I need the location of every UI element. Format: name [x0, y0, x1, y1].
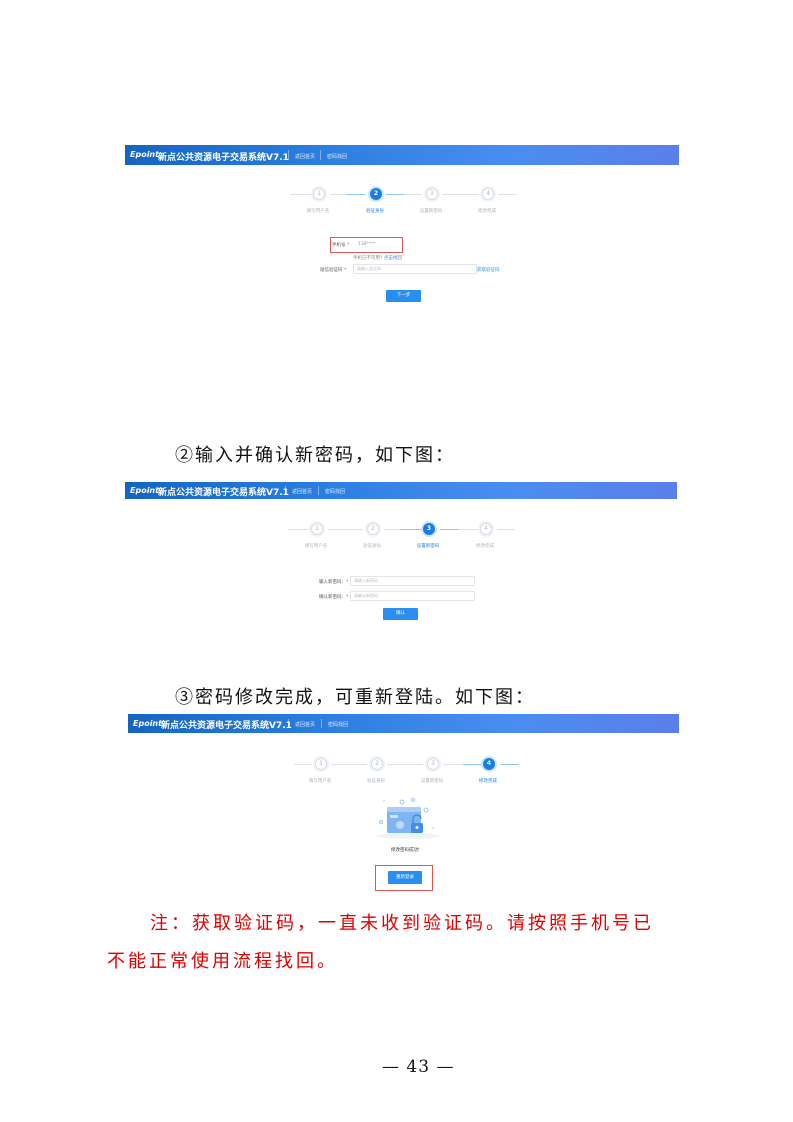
step-line [443, 764, 463, 765]
confirm-password-label: 确认新密码：* [319, 595, 349, 600]
step-line [404, 194, 422, 195]
nav-home[interactable]: 返回首页 [295, 722, 316, 728]
step-label: 修改完成 [476, 544, 494, 549]
step-label-active: 验证身份 [366, 209, 384, 214]
step-label-active: 设置新密码 [416, 544, 440, 549]
new-password-input[interactable]: 请输入新密码 [350, 576, 475, 586]
step-label-active: 修改完成 [479, 779, 497, 784]
step-1: 1 [311, 523, 323, 535]
divider [288, 719, 289, 728]
step-4: 4 [482, 188, 494, 200]
recover-link[interactable]: 点击找回 [383, 256, 402, 261]
step-line [458, 529, 478, 530]
page-number: — 43 — [382, 1057, 455, 1077]
divider [288, 150, 289, 160]
phone-label-text: 手机号 [332, 243, 346, 248]
phone-value: 138**** [358, 242, 376, 247]
step-label: 验证身份 [363, 544, 381, 549]
step-label: 设置新密码 [420, 779, 444, 784]
step-line [328, 529, 363, 530]
screenshot-set-password: Epoint 新点公共资源电子交易系统V7.1 返回首页 密码找回 1 2 3 … [125, 482, 677, 628]
new-password-label-text: 输入新密码： [319, 580, 346, 585]
phone-label: 手机号 * [332, 243, 350, 248]
step-label: 填写用户名 [306, 209, 330, 214]
relogin-button[interactable]: 重新登录 [388, 871, 422, 884]
step-label: 填写用户名 [304, 544, 328, 549]
nav-password-recovery[interactable]: 密码找回 [325, 489, 346, 495]
note-line-2: 不能正常使用流程找回。 [107, 951, 338, 972]
divider [321, 719, 322, 728]
phone-hint: 手机已不可用? 点击找回 [353, 255, 402, 261]
caption-step-3: ③密码修改完成，可重新登陆。如下图： [175, 687, 535, 708]
nav-home[interactable]: 返回首页 [292, 489, 313, 495]
step-label: 验证身份 [367, 779, 385, 784]
step-line-active [463, 764, 481, 765]
step-line-active [400, 529, 422, 530]
step-line-active [347, 194, 365, 195]
epoint-logo: Epoint [133, 719, 162, 728]
step-line [497, 529, 515, 530]
step-3: 3 [427, 758, 439, 770]
divider [318, 486, 319, 495]
highlight-box [375, 865, 433, 891]
note-line-1: 注：获取验证码，一直未收到验证码。请按照手机号已 [150, 913, 654, 934]
app-header: Epoint 新点公共资源电子交易系统V7.1 返回首页 密码找回 [125, 482, 677, 499]
step-3-active: 3 [423, 523, 435, 535]
step-line [290, 194, 313, 195]
app-header: Epoint 新点公共资源电子交易系统V7.1 返回首页 密码找回 [125, 145, 679, 165]
step-line [384, 529, 400, 530]
step-line-active [501, 764, 519, 765]
epoint-logo: Epoint [130, 150, 159, 159]
step-line [331, 764, 367, 765]
app-title: 新点公共资源电子交易系统V7.1 [158, 153, 289, 163]
step-4-active: 4 [483, 758, 495, 770]
sms-label: 短信验证码 * [320, 268, 347, 273]
confirm-password-label-text: 确认新密码： [319, 595, 346, 600]
app-title: 新点公共资源电子交易系统V7.1 [158, 488, 289, 498]
nav-home[interactable]: 返回首页 [295, 154, 316, 160]
step-line-active [386, 194, 404, 195]
success-message: 修改密码成功! [391, 848, 420, 853]
step-line-active [440, 529, 458, 530]
caption-step-2: ②输入并确认新密码，如下图： [175, 445, 455, 466]
step-line [387, 764, 423, 765]
step-line [294, 764, 312, 765]
confirm-button[interactable]: 确认 [383, 608, 418, 620]
new-password-label: 输入新密码：* [319, 580, 349, 585]
step-label: 设置新密码 [419, 209, 443, 214]
step-line [498, 194, 516, 195]
confirm-password-input[interactable]: 请确认新密码 [350, 591, 475, 601]
sms-code-input[interactable]: 请输入验证码 [353, 264, 477, 274]
hint-text: 手机已不可用? [353, 256, 383, 261]
step-1: 1 [315, 758, 327, 770]
app-header: Epoint 新点公共资源电子交易系统V7.1 返回首页 密码找回 [128, 714, 679, 733]
step-2-active: 2 [370, 188, 382, 200]
sms-label-text: 短信验证码 [320, 268, 343, 273]
app-title: 新点公共资源电子交易系统V7.1 [161, 721, 292, 731]
divider [320, 150, 321, 160]
screenshot-verify-identity: Epoint 新点公共资源电子交易系统V7.1 返回首页 密码找回 1 2 3 … [125, 145, 679, 310]
step-2: 2 [367, 523, 379, 535]
nav-password-recovery[interactable]: 密码找回 [327, 154, 348, 160]
epoint-logo: Epoint [130, 486, 159, 495]
screenshot-complete: Epoint 新点公共资源电子交易系统V7.1 返回首页 密码找回 1 2 3 … [128, 714, 679, 891]
next-button[interactable]: 下一步 [386, 290, 421, 302]
step-line [442, 194, 479, 195]
divider [285, 486, 286, 495]
get-code-link[interactable]: 获取验证码 [477, 268, 500, 273]
step-label: 修改完成 [478, 209, 496, 214]
highlight-box [330, 237, 403, 253]
unlocked-card-illustration [376, 798, 440, 839]
step-4: 4 [480, 523, 492, 535]
nav-password-recovery[interactable]: 密码找回 [328, 722, 349, 728]
step-label: 填写用户名 [308, 779, 332, 784]
step-2: 2 [371, 758, 383, 770]
step-line [288, 529, 310, 530]
step-3: 3 [426, 188, 438, 200]
step-1: 1 [313, 188, 325, 200]
